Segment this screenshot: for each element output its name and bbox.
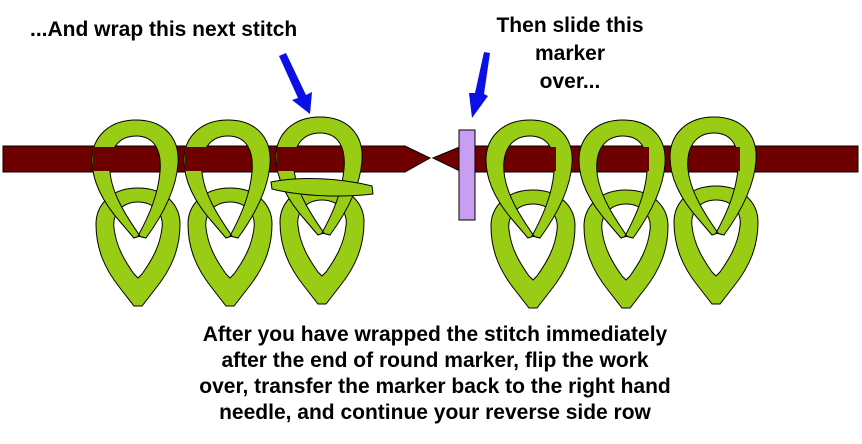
wrap-stitch-label: ...And wrap this next stitch (30, 18, 298, 41)
caption-line: needle, and continue your reverse side r… (219, 401, 651, 424)
stitch-marker (458, 129, 476, 221)
wrap-yarn (270, 178, 374, 197)
instruction-caption: After you have wrapped the stitch immedi… (140, 322, 730, 426)
slide-marker-label-line2: over... (539, 70, 601, 93)
left-stitches (91, 116, 374, 307)
caption-line: over, transfer the marker back to the ri… (199, 375, 671, 398)
slide-marker-label-line1: Then slide this marker (496, 14, 644, 65)
caption-line: After you have wrapped the stitch immedi… (202, 323, 668, 346)
arrow-wrap-icon (279, 53, 312, 114)
slide-marker-label: Then slide this marker over... (470, 12, 670, 96)
arrow-marker-icon (469, 52, 490, 118)
caption-line: after the end of round marker, flip the … (221, 349, 649, 372)
